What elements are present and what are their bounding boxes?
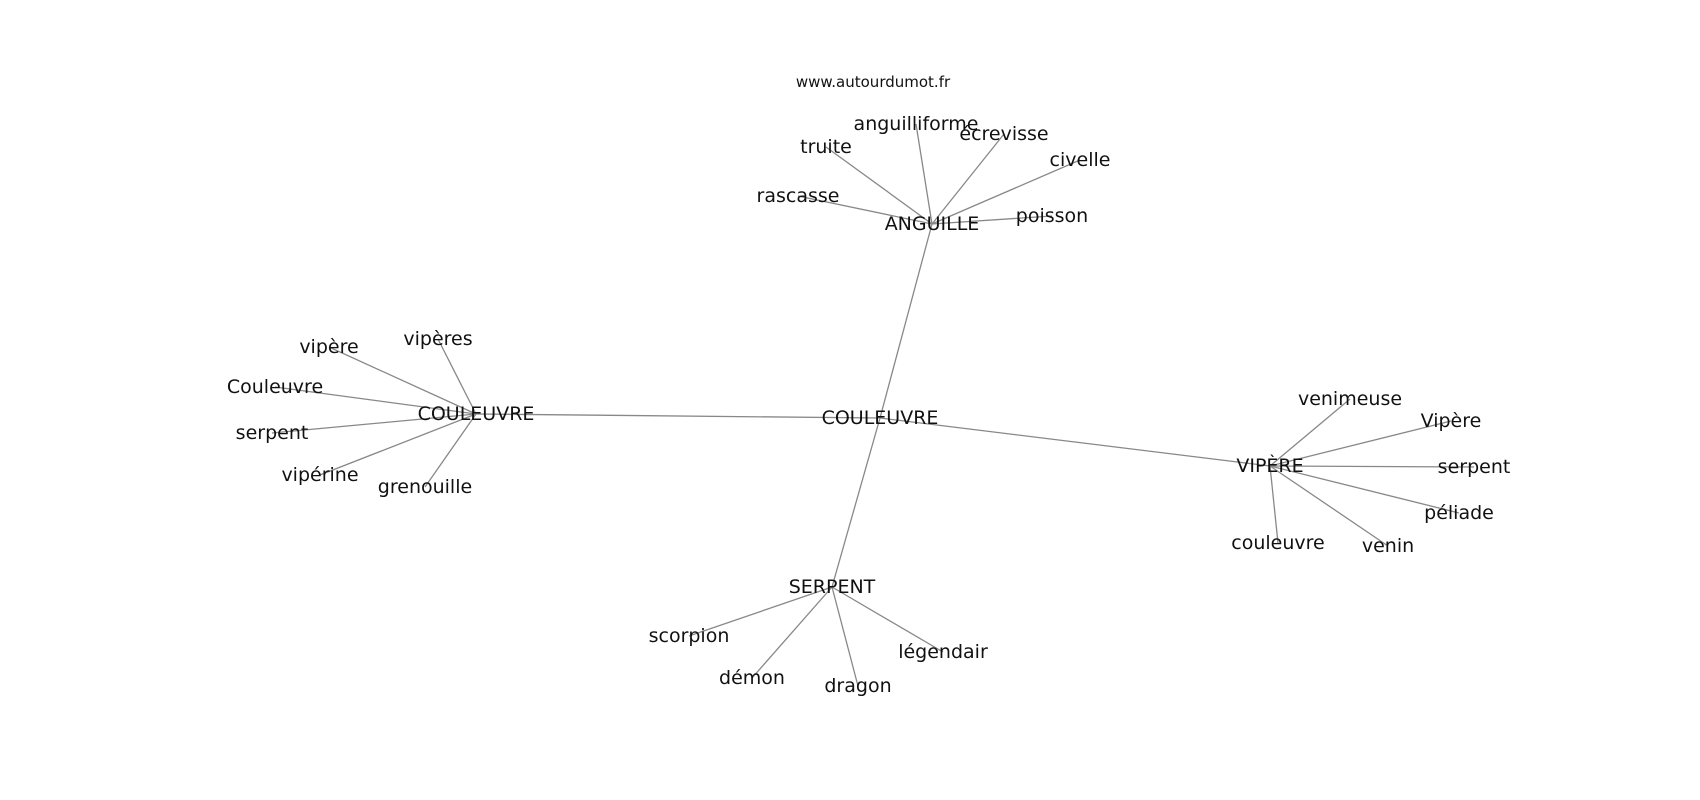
edge-vipere-0 (1269, 398, 1351, 467)
edge-serpent-1 (831, 586, 944, 653)
node-leaf-anguille-1[interactable]: écrevisse (959, 123, 1048, 145)
edge-couleuvre-4 (319, 413, 477, 476)
edge-couleuvre-2 (274, 386, 477, 415)
node-leaf-vipere-1[interactable]: Vipère (1421, 410, 1482, 432)
edge-serpent-3 (831, 586, 859, 687)
edge-anguille-3 (931, 159, 1081, 225)
node-leaf-anguille-0[interactable]: anguilliforme (854, 113, 979, 135)
edge-vipere-5 (1269, 465, 1389, 547)
node-leaf-anguille-2[interactable]: truite (800, 136, 852, 158)
edge-couleuvre-5 (424, 413, 477, 488)
node-leaf-serpent-2[interactable]: démon (719, 667, 785, 689)
edge-center-anguille (879, 223, 933, 419)
edge-serpent-2 (751, 586, 833, 679)
edge-serpent-0 (688, 586, 833, 637)
node-leaf-vipere-2[interactable]: serpent (1438, 456, 1511, 478)
node-leaf-couleuvre-4[interactable]: vipérine (281, 464, 358, 486)
node-center[interactable]: COULEUVRE (822, 407, 939, 429)
node-leaf-anguille-4[interactable]: rascasse (757, 185, 840, 207)
node-leaf-couleuvre-2[interactable]: Couleuvre (227, 376, 323, 398)
edge-vipere-2 (1269, 465, 1475, 468)
site-watermark: www.autourdumot.fr (796, 73, 951, 91)
edge-anguille-0 (915, 123, 933, 225)
node-leaf-anguille-3[interactable]: civelle (1050, 149, 1111, 171)
node-leaf-vipere-0[interactable]: venimeuse (1298, 388, 1402, 410)
edge-couleuvre-3 (271, 413, 477, 434)
node-leaf-serpent-0[interactable]: scorpion (649, 625, 730, 647)
edge-center-vipere (879, 417, 1271, 467)
node-hub-vipere[interactable]: VIPÈRE (1236, 454, 1303, 477)
node-leaf-vipere-4[interactable]: couleuvre (1231, 532, 1324, 554)
edge-vipere-4 (1269, 465, 1279, 544)
edge-anguille-4 (797, 195, 933, 225)
edge-anguille-2 (825, 146, 933, 225)
node-leaf-couleuvre-3[interactable]: serpent (236, 422, 309, 444)
edge-couleuvre-0 (437, 338, 477, 415)
node-leaf-serpent-1[interactable]: légendair (898, 641, 988, 663)
edge-vipere-1 (1269, 420, 1452, 467)
edge-anguille-5 (931, 215, 1053, 225)
edge-couleuvre-1 (328, 346, 477, 415)
edges (271, 123, 1475, 687)
node-hub-couleuvre[interactable]: COULEUVRE (418, 403, 535, 425)
node-leaf-couleuvre-1[interactable]: vipère (299, 336, 358, 358)
edge-anguille-1 (931, 133, 1005, 225)
node-leaf-couleuvre-5[interactable]: grenouille (378, 476, 472, 498)
node-hub-serpent[interactable]: SERPENT (789, 576, 876, 598)
edge-vipere-3 (1269, 465, 1460, 514)
node-leaf-vipere-3[interactable]: péliade (1424, 502, 1494, 524)
node-leaf-vipere-5[interactable]: venin (1362, 535, 1414, 557)
edge-center-serpent (831, 417, 881, 588)
node-leaf-couleuvre-0[interactable]: vipères (403, 328, 472, 350)
node-hub-anguille[interactable]: ANGUILLE (885, 213, 980, 235)
node-leaf-serpent-3[interactable]: dragon (824, 675, 891, 697)
edge-center-couleuvre (475, 413, 881, 419)
node-leaf-anguille-5[interactable]: poisson (1016, 205, 1088, 227)
